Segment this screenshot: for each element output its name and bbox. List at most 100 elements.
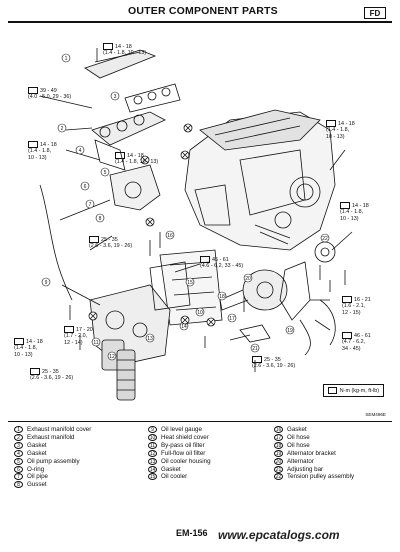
- torque-wrench-icon: [14, 338, 24, 345]
- svg-text:4: 4: [79, 148, 82, 154]
- torque-spec: 14 - 18 (1.4 - 1.8, 10 - 13): [103, 43, 147, 57]
- svg-text:18: 18: [219, 294, 225, 300]
- callout-12: 12: [107, 351, 117, 361]
- callout-20: 20: [243, 273, 253, 283]
- torque-wrench-icon: [342, 332, 352, 339]
- torque-wrench-icon: [115, 152, 125, 159]
- unit-legend: N·m (kg-m, ft-lb): [322, 384, 384, 397]
- replace-marker: [206, 317, 216, 327]
- svg-text:5: 5: [104, 170, 107, 176]
- callout-13: 13: [145, 333, 155, 343]
- torque-spec: 17 - 20 (1.7 - 2.0, 12 - 14): [64, 326, 93, 346]
- torque-wrench-icon: [28, 141, 38, 148]
- svg-text:1: 1: [65, 56, 68, 62]
- callout-4: 4: [75, 145, 85, 155]
- torque-spec: 14 - 18 (1.4 - 1.8, 10 - 13): [115, 152, 159, 166]
- svg-text:20: 20: [245, 276, 251, 282]
- svg-text:8: 8: [99, 216, 102, 222]
- torque-wrench-icon: [64, 326, 74, 333]
- replace-marker: [180, 150, 190, 160]
- svg-text:19: 19: [287, 328, 293, 334]
- svg-text:13: 13: [147, 336, 153, 342]
- callout-18: 18: [217, 291, 227, 301]
- svg-text:17: 17: [229, 316, 235, 322]
- torque-spec: 25 - 35 (2.6 - 3.6, 19 - 26): [30, 368, 74, 382]
- callout-21: 21: [250, 343, 260, 353]
- svg-text:7: 7: [89, 202, 92, 208]
- header-rule: [8, 21, 392, 23]
- callout-1: 1: [61, 53, 71, 63]
- torque-wrench-icon: [89, 236, 99, 243]
- torque-spec: 46 - 61 (4.7 - 6.2, 34 - 45): [342, 332, 371, 352]
- callout-15: 15: [185, 277, 195, 287]
- torque-wrench-icon: [30, 368, 40, 375]
- torque-spec: 14 - 18 (1.4 - 1.8, 10 - 13): [28, 141, 57, 161]
- torque-wrench-icon: [28, 87, 38, 94]
- torque-spec: 14 - 18 (1.4 - 1.8, 10 - 13): [340, 202, 369, 222]
- callout-8: 8: [95, 213, 105, 223]
- torque-wrench-icon: [103, 43, 113, 50]
- figure-code: SEM496E: [365, 412, 386, 417]
- svg-text:15: 15: [187, 280, 193, 286]
- svg-text:3: 3: [114, 94, 117, 100]
- exploded-engine-diagram: 1 2 3 4 5 6 7 8 9 10 11 12 13 14 15 16 1…: [39, 48, 353, 401]
- torque-wrench-icon: [326, 120, 336, 127]
- svg-text:22: 22: [322, 236, 328, 242]
- svg-text:11: 11: [93, 340, 98, 346]
- callout-22: 22: [320, 233, 330, 243]
- divider: [8, 421, 392, 422]
- callout-9: 9: [41, 277, 51, 287]
- svg-text:14: 14: [181, 324, 187, 330]
- replace-marker: [140, 155, 150, 165]
- svg-text:6: 6: [84, 184, 87, 190]
- svg-text:12: 12: [109, 354, 115, 360]
- torque-spec: 45 - 61 (4.6 - 6.2, 33 - 45): [200, 256, 244, 270]
- torque-wrench-icon: [252, 356, 262, 363]
- torque-spec: 14 - 18 (1.4 - 1.8, 10 - 13): [326, 120, 355, 140]
- replace-marker: [183, 123, 193, 133]
- callout-10: 10: [195, 307, 205, 317]
- torque-wrench-icon: [200, 256, 210, 263]
- callout-7: 7: [85, 199, 95, 209]
- page-header: OUTER COMPONENT PARTS FD: [0, 4, 400, 23]
- callout-3: 3: [110, 91, 120, 101]
- callout-17: 17: [227, 313, 237, 323]
- callout-19: 19: [285, 325, 295, 335]
- watermark: www.epcatalogs.com: [218, 528, 340, 542]
- torque-wrench-icon: [342, 296, 352, 303]
- callout-2: 2: [57, 123, 67, 133]
- svg-text:10: 10: [197, 310, 203, 316]
- svg-text:16: 16: [167, 233, 173, 239]
- page-title: OUTER COMPONENT PARTS: [128, 5, 278, 17]
- callout-5: 5: [100, 167, 110, 177]
- callout-16: 16: [165, 230, 175, 240]
- torque-spec: 39 - 49 (4.0 - 5.0, 29 - 36): [28, 87, 72, 101]
- torque-wrench-icon: [340, 202, 350, 209]
- torque-spec: 16 - 21 (1.6 - 2.1, 12 - 15): [342, 296, 371, 316]
- torque-spec: 14 - 18 (1.4 - 1.8, 10 - 13): [14, 338, 43, 358]
- page-number: EM-156: [176, 528, 208, 538]
- replace-marker: [180, 315, 190, 325]
